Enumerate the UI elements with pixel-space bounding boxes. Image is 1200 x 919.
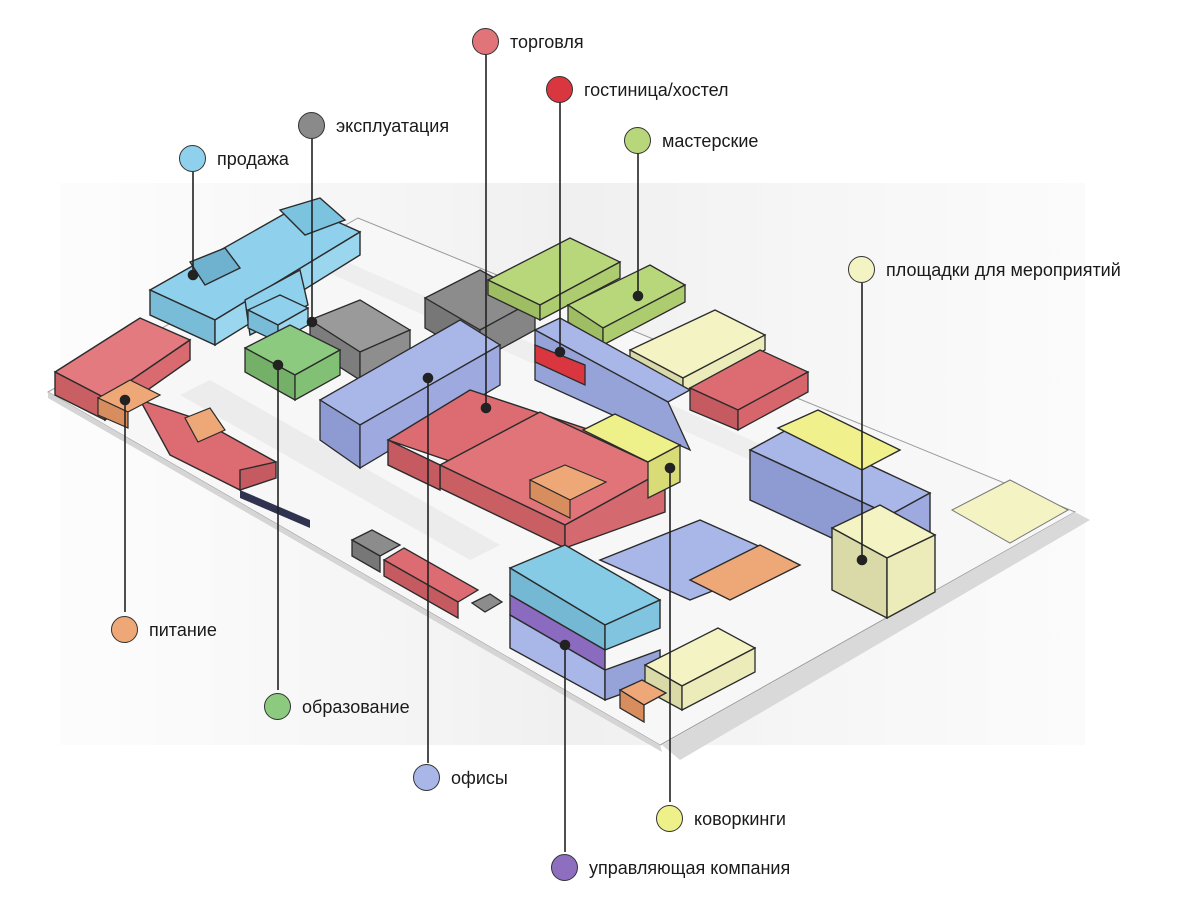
building-workshops <box>486 237 687 347</box>
sport-field <box>950 479 1070 544</box>
legend-label: коворкинги <box>694 809 786 829</box>
building-sale-management <box>508 544 662 702</box>
operation-swatch-icon <box>298 112 325 139</box>
sale-swatch-icon <box>179 145 206 172</box>
workshops-swatch-icon <box>624 127 651 154</box>
building-hotel-offices <box>533 317 692 452</box>
events-swatch-icon <box>848 256 875 283</box>
dark-strip <box>240 490 310 528</box>
building-events-right <box>830 504 937 620</box>
building-trade-right <box>688 349 810 432</box>
education-swatch-icon <box>264 693 291 720</box>
coworking-swatch-icon <box>656 805 683 832</box>
building-food-left <box>96 379 226 443</box>
legend-label: офисы <box>451 768 508 788</box>
legend-label: мастерские <box>662 131 759 151</box>
building-food-central <box>528 464 608 519</box>
trade-swatch-icon <box>472 28 499 55</box>
legend-label: питание <box>149 620 217 640</box>
management-swatch-icon <box>551 854 578 881</box>
site-shadow <box>662 512 1090 760</box>
legend-label: гостиница/хостел <box>584 80 729 100</box>
legend-label: торговля <box>510 32 584 52</box>
road <box>180 380 500 560</box>
building-trade-bottom-row <box>350 529 504 620</box>
offices-swatch-icon <box>413 764 440 791</box>
legend-label: площадки для мероприятий <box>886 260 1121 280</box>
hotel-swatch-icon <box>546 76 573 103</box>
building-coworking-central <box>581 413 682 500</box>
legend-label: образование <box>302 697 410 717</box>
site-plate-edge <box>48 392 662 752</box>
building-trade-central <box>386 389 667 550</box>
legend-label: продажа <box>217 149 289 169</box>
legend-label: эксплуатация <box>336 116 450 136</box>
food-swatch-icon <box>111 616 138 643</box>
legend-label: управляющая компания <box>589 858 791 878</box>
